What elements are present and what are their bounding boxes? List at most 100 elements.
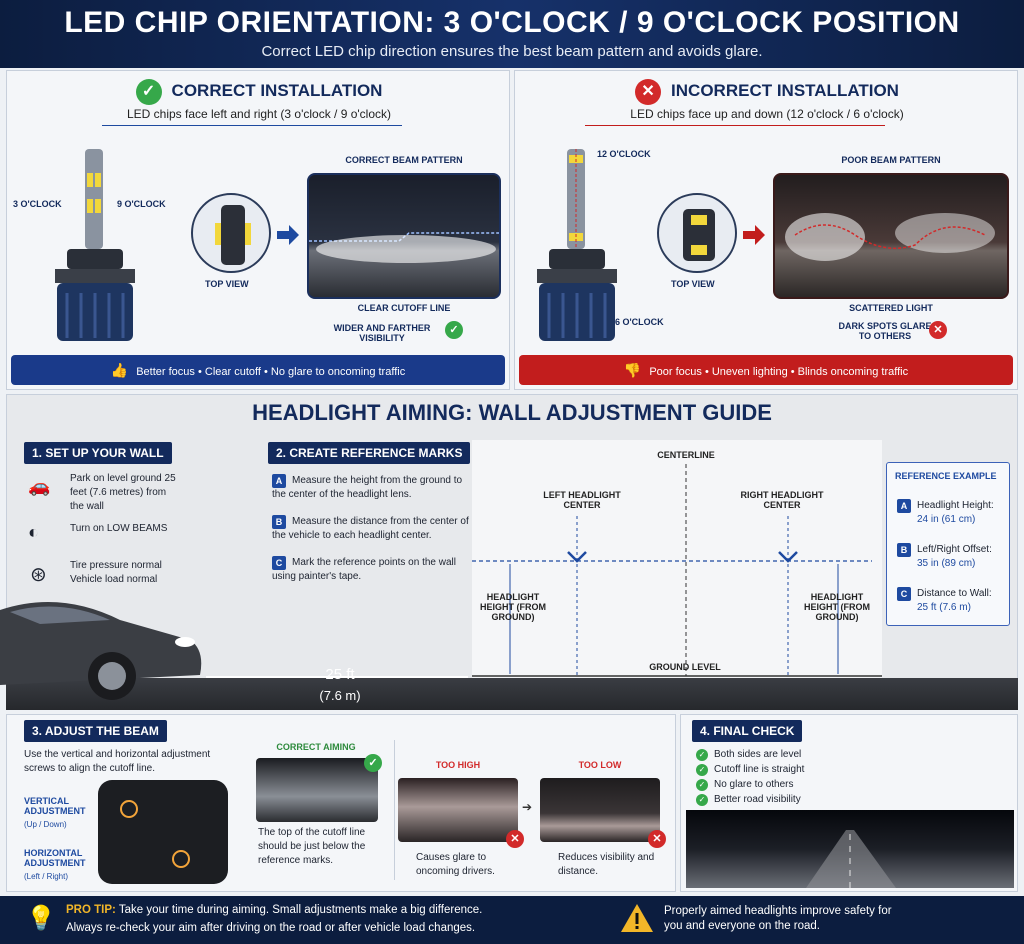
- incorrect-beam-title: POOR BEAM PATTERN: [841, 155, 941, 165]
- aiming-title: HEADLIGHT AIMING: WALL ADJUSTMENT GUIDE: [252, 400, 772, 425]
- height-left-label: HEADLIGHT HEIGHT (FROM GROUND): [480, 592, 546, 622]
- left-center-label: LEFT HEADLIGHT CENTER: [543, 490, 621, 510]
- wall: [472, 440, 882, 678]
- too-low-label: TOO LOW: [578, 760, 622, 770]
- page-title: LED CHIP ORIENTATION: 3 O'CLOCK / 9 O'CL…: [64, 6, 960, 39]
- divider: [585, 125, 885, 126]
- reference-title: REFERENCE EXAMPLE: [895, 471, 997, 481]
- incorrect-summary-text: Poor focus • Uneven lighting • Blinds on…: [649, 366, 909, 378]
- correct-aiming-desc: The top of the cutoff line should be jus…: [258, 827, 366, 866]
- scattered-light-label: SCATTERED LIGHT: [849, 303, 933, 313]
- thumbs-up-icon: 👍: [110, 362, 129, 378]
- pro-tip-text-2: Always re-check your aim after driving o…: [66, 922, 476, 934]
- too-low-image: [540, 778, 660, 842]
- ground-level-label: GROUND LEVEL: [649, 662, 721, 672]
- pro-tip-text: Take your time during aiming. Small adju…: [118, 904, 483, 916]
- x-icon: ✕: [506, 830, 524, 848]
- incorrect-title: INCORRECT INSTALLATION: [671, 81, 899, 101]
- x-icon: ✕: [648, 830, 666, 848]
- arrow-right-icon: ➔: [522, 800, 533, 814]
- step1-tag: 1. SET UP YOUR WALL: [24, 442, 172, 464]
- check-icon: ✓: [696, 764, 708, 776]
- distance-line: [206, 676, 468, 678]
- step1-item: Tire pressure normal Vehicle load normal: [70, 560, 162, 585]
- horizontal-adjust-sub: (Left / Right): [24, 872, 69, 881]
- warning-icon: [621, 904, 653, 932]
- arrow-right-icon: [743, 225, 765, 245]
- correct-summary-text: Better focus • Clear cutoff • No glare t…: [136, 366, 406, 378]
- check-icon: ✓: [696, 779, 708, 791]
- check-icon: ✓: [696, 749, 708, 761]
- check-icon: ✓: [696, 794, 708, 806]
- page-subtitle: Correct LED chip direction ensures the b…: [261, 43, 763, 60]
- too-high-label: TOO HIGH: [435, 760, 481, 770]
- horizontal-screw-icon: [172, 850, 190, 868]
- top-view-circle: [657, 193, 737, 273]
- tire-icon: ⊛: [30, 564, 47, 586]
- wall-diagram: [472, 464, 882, 677]
- label-12-oclock: 12 O'CLOCK: [597, 149, 651, 159]
- incorrect-subtitle: LED chips face up and down (12 o'clock /…: [630, 107, 904, 121]
- step4-tag: 4. FINAL CHECK: [692, 720, 803, 742]
- incorrect-beam-image: [773, 173, 1009, 299]
- right-center-label: RIGHT HEADLIGHT CENTER: [740, 490, 824, 510]
- step3-description: Use the vertical and horizontal adjustme…: [24, 749, 211, 774]
- height-right-label: HEADLIGHT HEIGHT (FROM GROUND): [804, 592, 870, 622]
- low-beam-icon: ◐: [28, 522, 39, 542]
- vertical-adjust-sub: (Up / Down): [24, 820, 67, 829]
- road: [6, 678, 1018, 710]
- label-6-oclock: 6 O'CLOCK: [615, 317, 664, 327]
- too-low-desc: Reduces visibility and distance.: [558, 852, 655, 877]
- lightbulb-icon: 💡: [26, 905, 56, 932]
- vertical-adjust-label: VERTICAL ADJUSTMENT: [24, 796, 86, 816]
- top-view-label: TOP VIEW: [205, 279, 249, 289]
- x-icon: ✕: [635, 79, 662, 105]
- header-banner: LED CHIP ORIENTATION: 3 O'CLOCK / 9 O'CL…: [0, 0, 1024, 68]
- horizontal-adjust-label: HORIZONTAL ADJUSTMENT: [24, 848, 86, 868]
- distance-metric-label: (7.6 m): [319, 688, 361, 703]
- distance-label: 25 ft: [325, 666, 355, 683]
- led-bulb-correct-icon: [55, 149, 135, 341]
- divider: [394, 740, 395, 880]
- correct-aiming-label: CORRECT AIMING: [276, 742, 356, 752]
- final-check-item: ✓No glare to others: [696, 778, 794, 792]
- footer: 💡 PRO TIP: Take your time during aiming.…: [0, 896, 1024, 944]
- correct-beam-title: CORRECT BEAM PATTERN: [345, 155, 463, 165]
- check-icon: ✓: [364, 754, 382, 772]
- x-icon: ✕: [929, 321, 947, 339]
- dark-spots-label: DARK SPOTS GLARE TO OTHERS: [838, 321, 932, 341]
- label-9-oclock: 9 O'CLOCK: [117, 199, 166, 209]
- check-icon: ✓: [445, 321, 463, 339]
- correct-aiming-image: [256, 758, 378, 822]
- arrow-right-icon: [277, 225, 299, 245]
- led-bulb-incorrect-icon: [537, 149, 617, 341]
- incorrect-panel: ✕ INCORRECT INSTALLATION LED chips face u…: [514, 70, 1018, 390]
- top-view-circle: [191, 193, 271, 273]
- wider-visibility-label: WIDER AND FARTHER VISIBILITY: [333, 323, 431, 343]
- headlight-housing-image: [98, 780, 228, 884]
- divider: [102, 125, 402, 126]
- too-high-image: [398, 778, 518, 842]
- correct-summary-bar: 👍 Better focus • Clear cutoff • No glare …: [11, 355, 505, 385]
- correct-subtitle: LED chips face left and right (3 o'clock…: [126, 107, 392, 121]
- final-check-item: ✓Both sides are level: [696, 748, 801, 762]
- final-check-item: ✓Better road visibility: [696, 793, 801, 807]
- clear-cutoff-label: CLEAR CUTOFF LINE: [357, 303, 451, 313]
- final-check-item: ✓Cutoff line is straight: [696, 763, 804, 777]
- pro-tip-label: PRO TIP:: [66, 904, 116, 916]
- correct-panel: ✓CORRECT INSTALLATION LED chips face lef…: [6, 70, 510, 390]
- car-icon: 🚗: [28, 476, 51, 496]
- centerline-label: CENTERLINE: [657, 450, 715, 460]
- vertical-screw-icon: [120, 800, 138, 818]
- check-icon: ✓: [135, 79, 162, 105]
- step1-item: Park on level ground 25 feet (7.6 metres…: [70, 473, 176, 512]
- car-image: [0, 602, 202, 700]
- correct-beam-image: [307, 173, 501, 299]
